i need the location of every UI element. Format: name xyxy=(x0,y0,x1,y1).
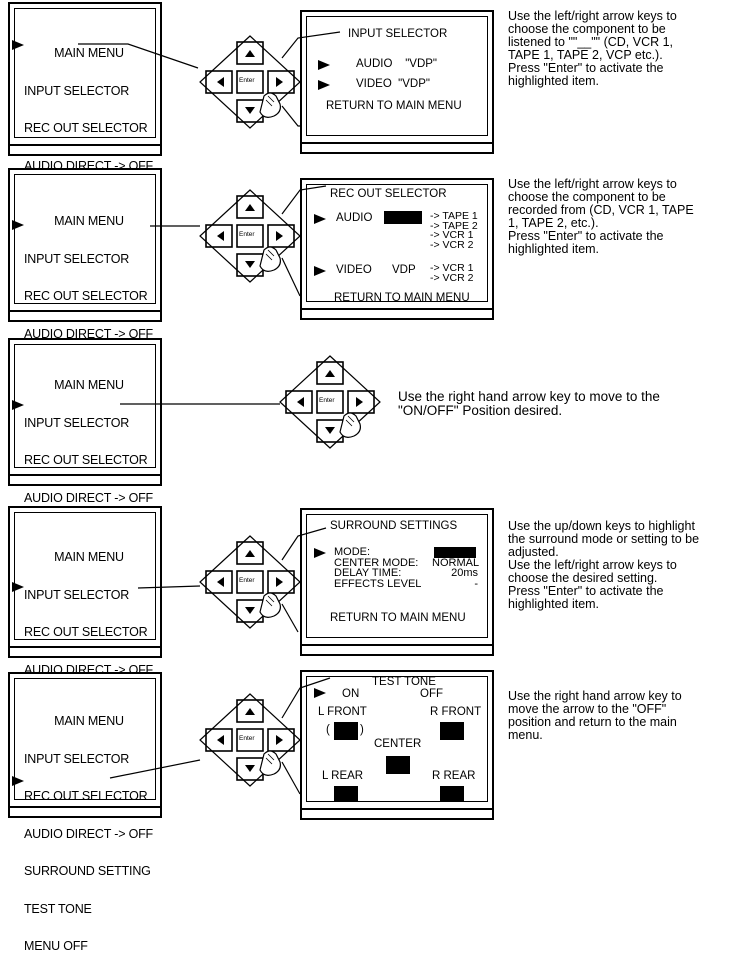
tv-main-menu-3 xyxy=(8,338,162,486)
rfront-speaker-box xyxy=(440,722,464,740)
description-4: Use the up/down keys to highlight the su… xyxy=(508,519,700,611)
row-rec-out-selector: MAIN MENU INPUT SELECTOR REC OUT SELECTO… xyxy=(0,166,743,452)
highlight-arrow-icon xyxy=(12,220,24,230)
description-3: Use the right hand arrow key to move to … xyxy=(398,389,660,418)
highlight-arrow-icon xyxy=(12,582,24,592)
enter-button[interactable]: Enter xyxy=(319,397,335,404)
lfront-speaker-box xyxy=(334,722,358,740)
enter-button[interactable]: Enter xyxy=(239,77,255,84)
on-arrow-icon xyxy=(314,688,326,698)
center-speaker-box xyxy=(386,756,410,774)
tv-main-menu-4 xyxy=(8,506,162,658)
audio-arrow-icon xyxy=(318,60,330,70)
audio-arrow-icon xyxy=(314,214,326,224)
highlight-arrow-icon xyxy=(12,400,24,410)
highlight-arrow-icon xyxy=(12,40,24,50)
tv-main-menu-1 xyxy=(8,2,162,156)
video-arrow-icon xyxy=(314,266,326,276)
enter-button[interactable]: Enter xyxy=(239,735,255,742)
mode-value-highlight xyxy=(434,547,476,558)
description-5: Use the right hand arrow key to move the… xyxy=(508,689,682,742)
tv-rec-out-selector xyxy=(300,178,494,320)
tv-input-selector xyxy=(300,10,494,154)
highlight-arrow-icon xyxy=(12,776,24,786)
video-arrow-icon xyxy=(318,80,330,90)
lrear-speaker-box xyxy=(334,786,358,802)
row-input-selector: MAIN MENU INPUT SELECTOR REC OUT SELECTO… xyxy=(0,0,743,284)
rrear-speaker-box xyxy=(440,786,464,802)
tv-surround-settings xyxy=(300,508,494,656)
remote-pads-overlay xyxy=(78,31,381,795)
mode-arrow-icon xyxy=(314,548,326,558)
enter-button[interactable]: Enter xyxy=(239,577,255,584)
input-selector-title: INPUT SELECTOR xyxy=(348,28,448,40)
enter-button[interactable]: Enter xyxy=(239,231,255,238)
audio-source-highlight xyxy=(384,211,422,224)
description-1: Use the left/right arrow keys to choose … xyxy=(508,9,677,88)
row-audio-direct: MAIN MENU INPUT SELECTOR REC OUT SELECTO… xyxy=(0,334,743,616)
description-2: Use the left/right arrow keys to choose … xyxy=(508,177,694,256)
lfront-bracket-open: ( xyxy=(326,724,330,736)
menu-item-input-selector[interactable]: INPUT SELECTOR xyxy=(24,83,130,98)
lfront-bracket-close: ) xyxy=(360,724,364,736)
tv-main-menu-5 xyxy=(8,672,162,818)
tv-main-menu-2 xyxy=(8,168,162,322)
